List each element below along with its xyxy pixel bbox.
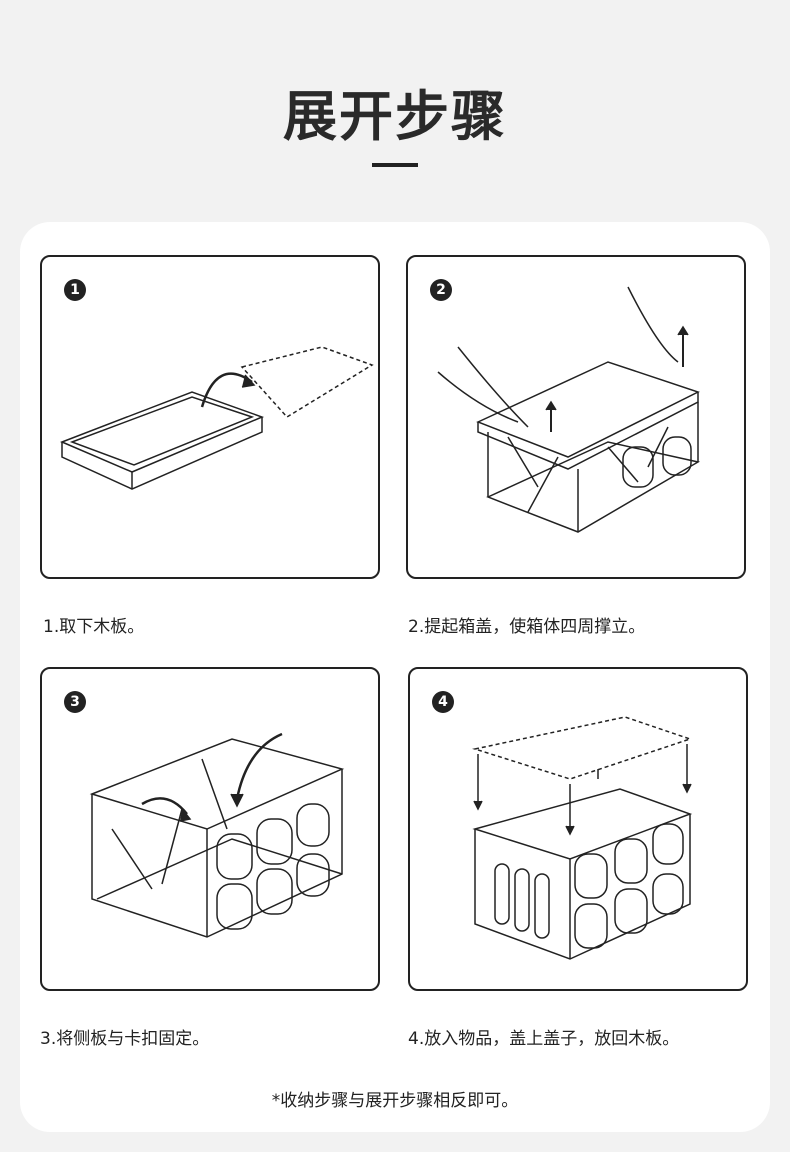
step-number-badge: 1 <box>64 279 86 301</box>
title-divider <box>372 163 418 167</box>
step-number-badge: 2 <box>430 279 452 301</box>
step-2-caption: 2.提起箱盖，使箱体四周撑立。 <box>408 617 646 637</box>
folded-box-illustration <box>60 346 374 490</box>
step-1-caption: 1.取下木板。 <box>43 617 145 637</box>
step-number-badge: 4 <box>432 691 454 713</box>
lifting-lid-illustration <box>437 286 701 533</box>
footnote: *收纳步骤与展开步骤相反即可。 <box>271 1091 519 1111</box>
side-panel-illustration <box>89 732 345 938</box>
step-2-panel: 2 <box>406 255 746 579</box>
step-1-panel: 1 <box>40 255 380 579</box>
step-number-badge: 3 <box>64 691 86 713</box>
closed-box-illustration <box>472 716 693 960</box>
page-title: 展开步骤 <box>283 85 507 148</box>
step-4-caption: 4.放入物品，盖上盖子，放回木板。 <box>408 1029 680 1049</box>
step-3-caption: 3.将侧板与卡扣固定。 <box>40 1029 210 1049</box>
step-3-panel: 3 <box>40 667 380 991</box>
step-4-panel: 4 <box>408 667 748 991</box>
